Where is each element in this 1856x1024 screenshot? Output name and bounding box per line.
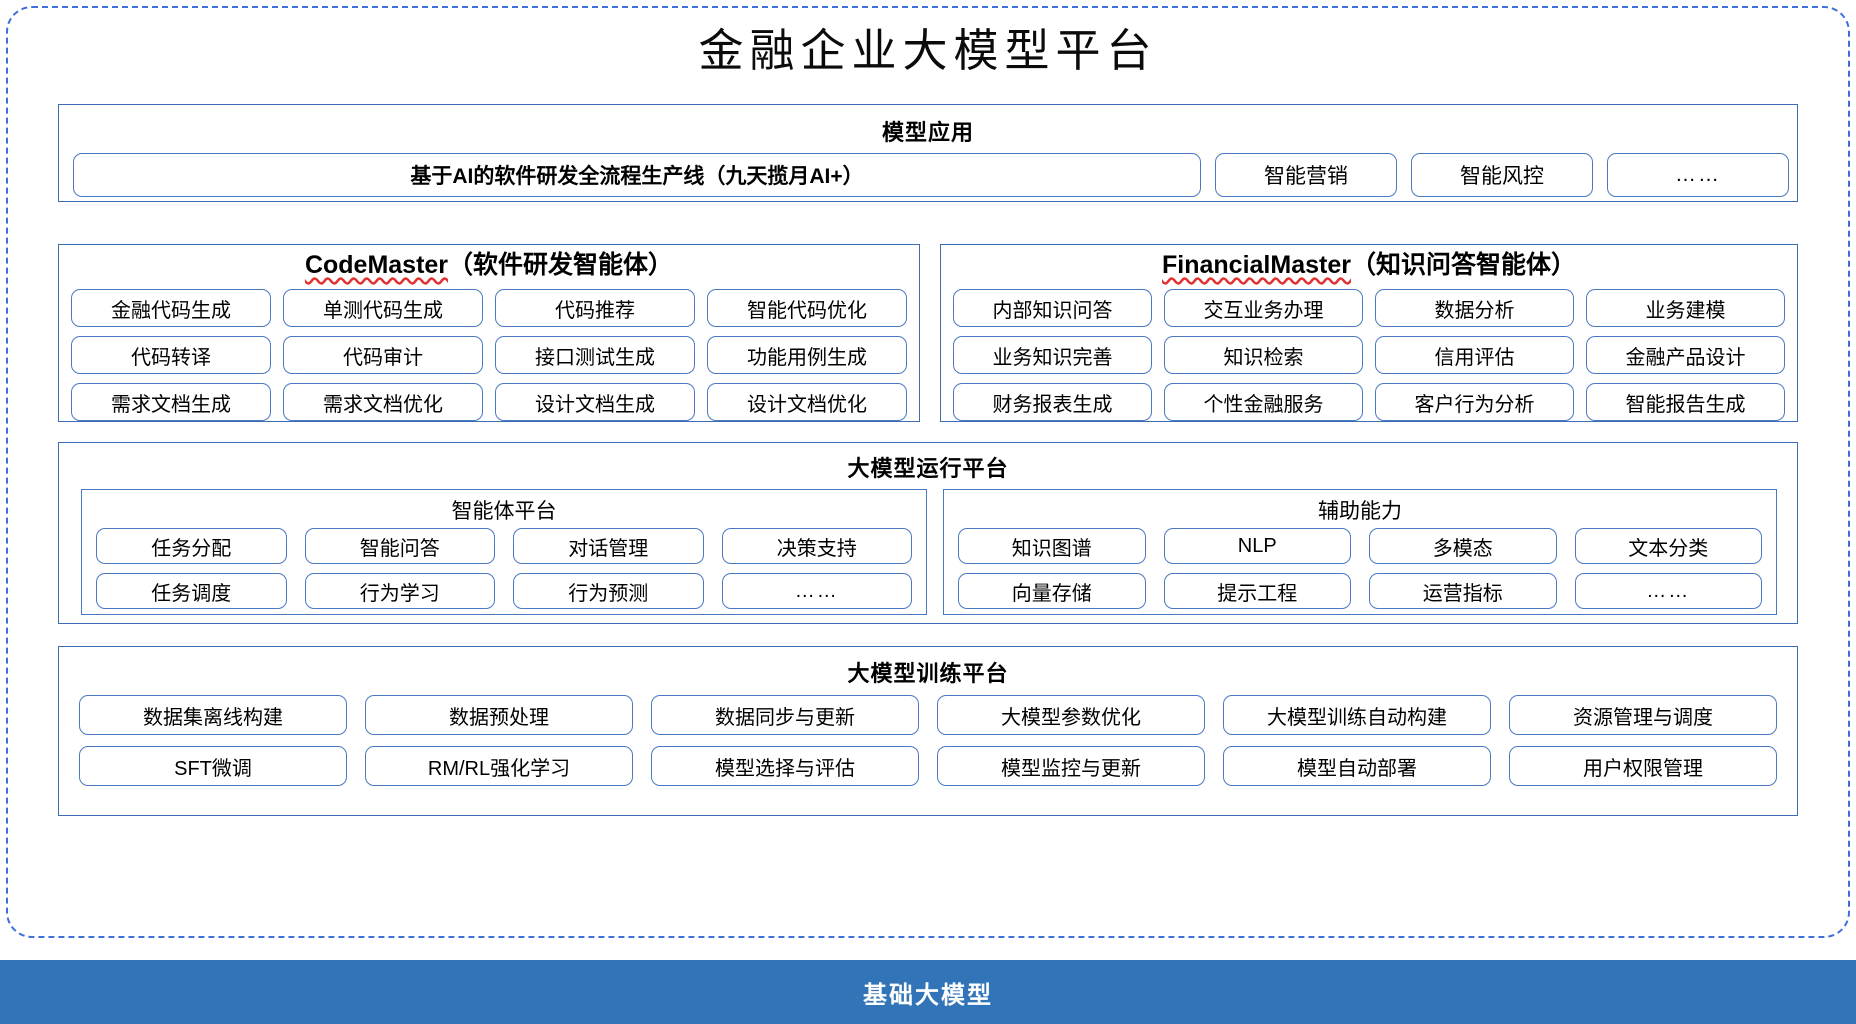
agent-platform-item-more[interactable]: …… (721, 573, 912, 609)
codemaster-item[interactable]: 需求文档生成 (71, 383, 271, 421)
financialmaster-item[interactable]: 客户行为分析 (1375, 383, 1574, 421)
training-item[interactable]: 数据集离线构建 (79, 695, 347, 735)
training-item[interactable]: SFT微调 (79, 746, 347, 786)
training-item[interactable]: 模型选择与评估 (651, 746, 919, 786)
training-item[interactable]: 模型自动部署 (1223, 746, 1491, 786)
runtime-platform-panel: 大模型运行平台 智能体平台 任务分配 智能问答 对话管理 决策支持 任务调度 行… (58, 442, 1798, 624)
financialmaster-item[interactable]: 内部知识问答 (953, 289, 1152, 327)
codemaster-item[interactable]: 智能代码优化 (707, 289, 907, 327)
runtime-platform-heading: 大模型运行平台 (847, 456, 1009, 481)
financialmaster-item[interactable]: 财务报表生成 (953, 383, 1152, 421)
codemaster-item[interactable]: 代码转译 (71, 336, 271, 374)
financialmaster-item[interactable]: 交互业务办理 (1164, 289, 1363, 327)
agent-platform-heading: 智能体平台 (451, 500, 557, 523)
auxiliary-item[interactable]: NLP (1163, 528, 1351, 564)
auxiliary-item[interactable]: 多模态 (1369, 528, 1557, 564)
training-item[interactable]: 模型监控与更新 (937, 746, 1205, 786)
agent-platform-item[interactable]: 任务分配 (96, 528, 287, 564)
financialmaster-item[interactable]: 个性金融服务 (1164, 383, 1363, 421)
financialmaster-heading: FinancialMaster（知识问答智能体） (941, 251, 1797, 280)
codemaster-item[interactable]: 接口测试生成 (495, 336, 695, 374)
training-item[interactable]: RM/RL强化学习 (365, 746, 633, 786)
agent-platform-item[interactable]: 任务调度 (96, 573, 287, 609)
auxiliary-capability-heading: 辅助能力 (1318, 500, 1402, 523)
model-application-items-row: 基于AI的软件研发全流程生产线（九天揽月AI+） 智能营销 智能风控 …… (73, 153, 1789, 197)
model-application-panel: 模型应用 基于AI的软件研发全流程生产线（九天揽月AI+） 智能营销 智能风控 … (58, 104, 1798, 202)
auxiliary-item-more[interactable]: …… (1574, 573, 1762, 609)
page-title: 金融企业大模型平台 (698, 24, 1158, 77)
agent-platform-item[interactable]: 行为预测 (513, 573, 704, 609)
agent-platform-grid: 任务分配 智能问答 对话管理 决策支持 任务调度 行为学习 行为预测 …… (96, 528, 912, 609)
app-item-marketing[interactable]: 智能营销 (1215, 153, 1397, 197)
auxiliary-capability-subpanel: 辅助能力 知识图谱 NLP 多模态 文本分类 向量存储 提示工程 运营指标 …… (943, 489, 1777, 615)
auxiliary-item[interactable]: 运营指标 (1369, 573, 1557, 609)
financialmaster-item[interactable]: 数据分析 (1375, 289, 1574, 327)
training-item[interactable]: 数据同步与更新 (651, 695, 919, 735)
auxiliary-item[interactable]: 提示工程 (1163, 573, 1351, 609)
training-platform-panel: 大模型训练平台 数据集离线构建 数据预处理 数据同步与更新 大模型参数优化 大模… (58, 646, 1798, 816)
financialmaster-suffix: （知识问答智能体） (1350, 251, 1576, 279)
app-item-more[interactable]: …… (1607, 153, 1789, 197)
agent-platform-item[interactable]: 行为学习 (304, 573, 495, 609)
financialmaster-item[interactable]: 业务建模 (1586, 289, 1785, 327)
foundation-model-bar: 基础大模型 (0, 960, 1856, 1024)
financialmaster-name: FinancialMaster (1162, 251, 1351, 279)
financialmaster-capability-grid: 内部知识问答 交互业务办理 数据分析 业务建模 业务知识完善 知识检索 信用评估… (953, 289, 1785, 421)
auxiliary-item[interactable]: 向量存储 (958, 573, 1146, 609)
codemaster-item[interactable]: 设计文档生成 (495, 383, 695, 421)
training-platform-heading: 大模型训练平台 (847, 661, 1009, 686)
codemaster-item[interactable]: 金融代码生成 (71, 289, 271, 327)
agent-platform-subpanel: 智能体平台 任务分配 智能问答 对话管理 决策支持 任务调度 行为学习 行为预测… (81, 489, 927, 615)
codemaster-item[interactable]: 需求文档优化 (283, 383, 483, 421)
training-item[interactable]: 资源管理与调度 (1509, 695, 1777, 735)
financialmaster-item[interactable]: 智能报告生成 (1586, 383, 1785, 421)
training-item[interactable]: 用户权限管理 (1509, 746, 1777, 786)
training-item[interactable]: 大模型训练自动构建 (1223, 695, 1491, 735)
financialmaster-item[interactable]: 知识检索 (1164, 336, 1363, 374)
codemaster-item[interactable]: 设计文档优化 (707, 383, 907, 421)
codemaster-heading: CodeMaster（软件研发智能体） (59, 251, 919, 280)
financialmaster-item[interactable]: 业务知识完善 (953, 336, 1152, 374)
model-application-heading: 模型应用 (881, 120, 974, 145)
training-item[interactable]: 数据预处理 (365, 695, 633, 735)
codemaster-capability-grid: 金融代码生成 单测代码生成 代码推荐 智能代码优化 代码转译 代码审计 接口测试… (71, 289, 907, 421)
financialmaster-panel: FinancialMaster（知识问答智能体） 内部知识问答 交互业务办理 数… (940, 244, 1798, 422)
codemaster-panel: CodeMaster（软件研发智能体） 金融代码生成 单测代码生成 代码推荐 智… (58, 244, 920, 422)
auxiliary-item[interactable]: 知识图谱 (958, 528, 1146, 564)
codemaster-item[interactable]: 代码审计 (283, 336, 483, 374)
financialmaster-item[interactable]: 信用评估 (1375, 336, 1574, 374)
outer-dashed-border (6, 6, 1850, 938)
agent-platform-item[interactable]: 对话管理 (513, 528, 704, 564)
financialmaster-item[interactable]: 金融产品设计 (1586, 336, 1785, 374)
app-item-risk-control[interactable]: 智能风控 (1411, 153, 1593, 197)
agent-platform-item[interactable]: 智能问答 (304, 528, 495, 564)
training-platform-grid: 数据集离线构建 数据预处理 数据同步与更新 大模型参数优化 大模型训练自动构建 … (79, 695, 1777, 786)
agent-platform-item[interactable]: 决策支持 (721, 528, 912, 564)
app-item-production-line[interactable]: 基于AI的软件研发全流程生产线（九天揽月AI+） (73, 153, 1201, 197)
auxiliary-item[interactable]: 文本分类 (1574, 528, 1762, 564)
codemaster-suffix: （软件研发智能体） (448, 251, 674, 279)
codemaster-item[interactable]: 单测代码生成 (283, 289, 483, 327)
codemaster-name: CodeMaster (304, 251, 449, 279)
codemaster-item[interactable]: 代码推荐 (495, 289, 695, 327)
codemaster-item[interactable]: 功能用例生成 (707, 336, 907, 374)
training-item[interactable]: 大模型参数优化 (937, 695, 1205, 735)
auxiliary-capability-grid: 知识图谱 NLP 多模态 文本分类 向量存储 提示工程 运营指标 …… (958, 528, 1762, 609)
foundation-model-label: 基础大模型 (863, 981, 993, 1009)
